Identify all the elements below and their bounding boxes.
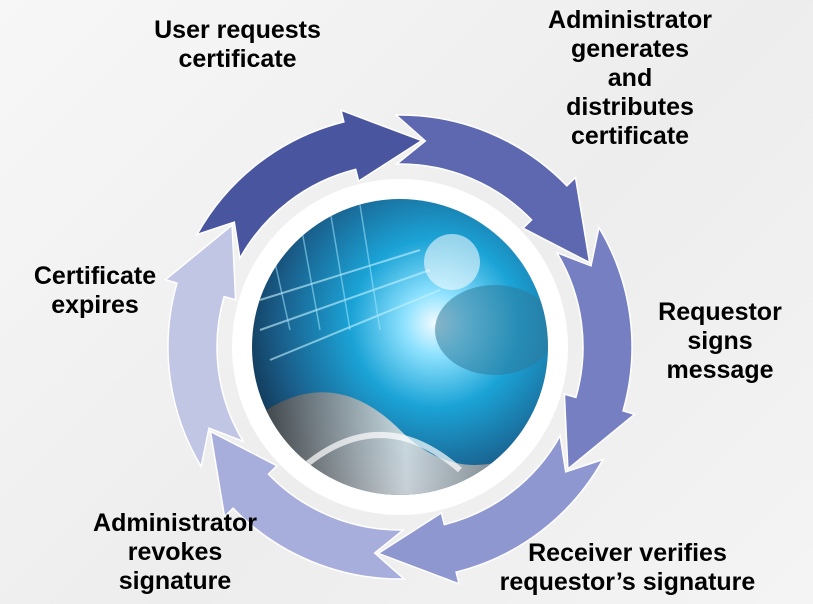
step-label-user-requests-certificate: User requests certificate	[154, 16, 321, 73]
cycle-arrow-3	[555, 225, 637, 471]
step-label-requestor-signs-message: Requestor signs message	[658, 298, 782, 384]
step-label-administrator-generates-certificate: Administrator generates and distributes …	[548, 6, 712, 150]
cycle-arrow-6	[163, 223, 245, 469]
cycle-arrow-2	[394, 114, 591, 264]
cycle-arrow-5	[209, 430, 406, 580]
step-label-certificate-expires: Certificate expires	[33, 262, 157, 319]
step-label-administrator-revokes-signature: Administrator revokes signature	[93, 509, 257, 595]
cycle-arrow-1	[195, 108, 424, 261]
step-label-receiver-verifies-signature: Receiver verifies requestor’s signature	[499, 539, 756, 596]
cycle-arrow-4	[376, 433, 605, 586]
